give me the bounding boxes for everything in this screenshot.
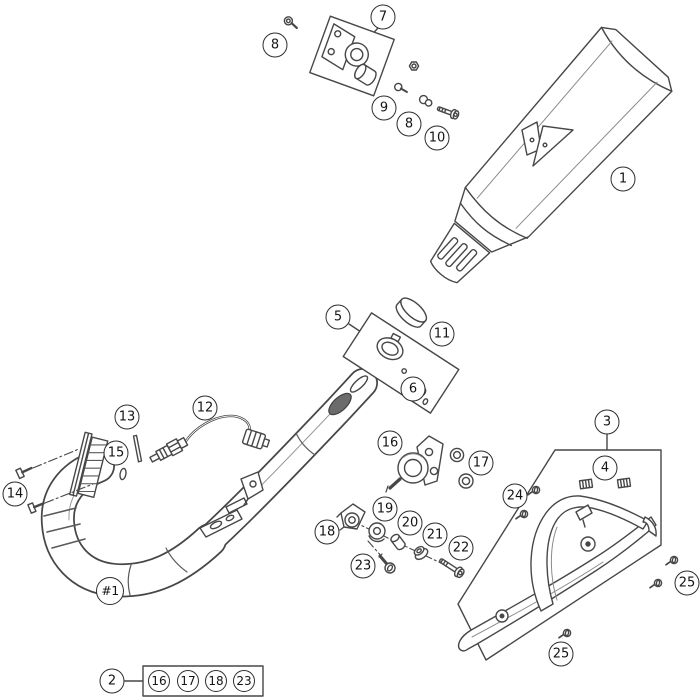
callout-19[interactable]: 19 <box>372 496 398 522</box>
pipe-slip-band <box>328 392 352 416</box>
callout-20[interactable]: 20 <box>397 510 423 536</box>
callout-5[interactable]: 5 <box>325 304 351 330</box>
legend-item-16[interactable]: 16 <box>148 670 170 692</box>
heat-shield <box>457 495 657 652</box>
callout-4[interactable]: 4 <box>592 455 618 481</box>
heat-shield-box <box>457 449 662 661</box>
nut-9 <box>408 61 420 71</box>
callout-15[interactable]: 15 <box>103 440 129 466</box>
washer-21 <box>413 545 429 561</box>
callout-14[interactable]: 14 <box>2 481 28 507</box>
bolt-10 <box>436 106 460 120</box>
sensor-connector <box>241 428 271 450</box>
mount-16 <box>385 435 444 493</box>
legend-item-23[interactable]: 23 <box>233 670 255 692</box>
muffler-hanger-bracket <box>521 121 574 167</box>
flange-bolt-upper <box>15 466 33 480</box>
seal-15 <box>119 467 127 481</box>
gasket-ring <box>395 297 428 328</box>
callout-6[interactable]: 6 <box>400 376 426 402</box>
bushing-19 <box>368 522 386 543</box>
callout-13[interactable]: 13 <box>114 404 140 430</box>
callout-8-a[interactable]: 8 <box>262 32 288 58</box>
clip-4-left <box>578 478 594 490</box>
screws-24 <box>515 485 541 520</box>
callout-1[interactable]: 1 <box>610 166 636 192</box>
callout-11[interactable]: 11 <box>429 321 455 347</box>
screws-25 <box>558 555 679 639</box>
callout-hash-1[interactable]: #1 <box>96 577 124 605</box>
oxygen-sensor <box>149 414 271 463</box>
callout-25-b[interactable]: 25 <box>548 641 574 667</box>
bolt-8a <box>283 16 298 30</box>
flange-bolt-lower <box>27 502 45 514</box>
callout-16[interactable]: 16 <box>377 430 403 456</box>
callout-8-b[interactable]: 8 <box>396 111 422 137</box>
pin-13 <box>132 434 143 463</box>
bracket-18 <box>336 503 366 531</box>
bracket-box-7 <box>309 15 395 97</box>
legend-ref-circle[interactable]: 2 <box>99 668 125 694</box>
clip-8b <box>418 94 433 107</box>
bolt-9 <box>393 82 408 93</box>
screw-23 <box>378 553 396 574</box>
leader-bolt-lower <box>44 483 94 504</box>
pipe-flange-gasket <box>69 431 109 499</box>
clip-4-right <box>616 477 632 489</box>
bolt-22 <box>438 558 465 579</box>
callout-18[interactable]: 18 <box>314 519 340 545</box>
callout-22[interactable]: 22 <box>448 535 474 561</box>
legend-item-18[interactable]: 18 <box>205 670 227 692</box>
legend-item-17[interactable]: 17 <box>177 670 199 692</box>
spacer-20 <box>390 533 406 551</box>
callout-23[interactable]: 23 <box>350 553 376 579</box>
callout-25-a[interactable]: 25 <box>674 570 700 596</box>
header-pipe <box>40 368 378 598</box>
callout-10[interactable]: 10 <box>424 125 450 151</box>
callout-17[interactable]: 17 <box>468 450 494 476</box>
callout-12[interactable]: 12 <box>192 395 218 421</box>
muffler <box>429 26 673 284</box>
lower-hardware <box>336 503 465 579</box>
leader-bolt-upper <box>32 448 80 469</box>
callout-9[interactable]: 9 <box>371 95 397 121</box>
callout-3[interactable]: 3 <box>594 409 620 435</box>
callout-21[interactable]: 21 <box>422 522 448 548</box>
callout-7[interactable]: 7 <box>370 4 396 30</box>
orings-17 <box>449 447 474 489</box>
callout-24[interactable]: 24 <box>502 483 528 509</box>
